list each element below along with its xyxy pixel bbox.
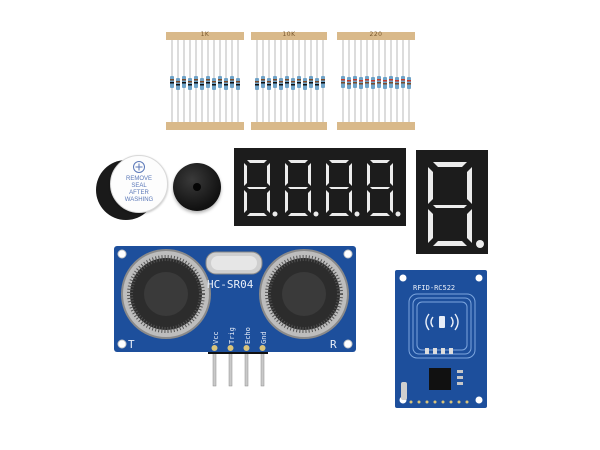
ultrasonic-model-label: HC-SR04 <box>207 278 254 291</box>
transducer-left <box>121 249 211 339</box>
ultrasonic-sensor-board: HC-SR04 T R Vcc Trig Echo Gnd <box>114 246 356 387</box>
rfid-model-label: RFID-RC522 <box>413 284 455 292</box>
resistor-pack-10k: 10K <box>251 31 327 130</box>
resistor-pack-1k: 1K <box>166 31 244 130</box>
transducer-right <box>259 249 349 339</box>
buzzer-seal-sticker: REMOVE SEAL AFTER WASHING <box>110 155 168 213</box>
seal-text-line-3: AFTER <box>129 190 149 196</box>
resistor-tape-bottom <box>166 122 244 130</box>
resistor-tape-label: 220 <box>369 31 383 38</box>
resistor-pack-220: 220 <box>337 31 415 130</box>
pin-label-vcc: Vcc <box>212 331 220 344</box>
rfid-module-board: RFID-RC522 <box>395 270 487 408</box>
seven-segment-display-4-digit <box>234 148 406 226</box>
wireless-icon <box>425 313 459 331</box>
seal-text-line-1: REMOVE <box>125 176 152 182</box>
seal-text-line-4: WASHING <box>124 197 154 203</box>
pin-label-gnd: Gnd <box>260 331 268 344</box>
seal-text-line-2: SEAL <box>131 183 147 189</box>
resistor-leads <box>255 40 325 122</box>
buzzer-hole <box>193 183 201 191</box>
passive-buzzer <box>173 163 221 211</box>
ultrasonic-left-mark: T <box>128 338 135 351</box>
resistor-tape-top: 1K <box>166 31 244 40</box>
seven-segment-display-1-digit <box>416 150 488 254</box>
resistor-tape-bottom <box>251 122 327 130</box>
resistor-tape-top: 10K <box>251 31 327 40</box>
ultrasonic-right-mark: R <box>330 338 337 351</box>
pin-label-echo: Echo <box>244 327 252 344</box>
pin-label-trig: Trig <box>228 327 236 344</box>
resistor-tape-label: 10K <box>282 31 296 38</box>
resistor-leads <box>341 40 411 122</box>
resistor-tape-bottom <box>337 122 415 130</box>
plus-circle-icon <box>133 161 145 173</box>
resistor-tape-label: 1K <box>200 31 210 38</box>
resistor-leads <box>170 40 240 122</box>
resistor-tape-top: 220 <box>337 31 415 40</box>
